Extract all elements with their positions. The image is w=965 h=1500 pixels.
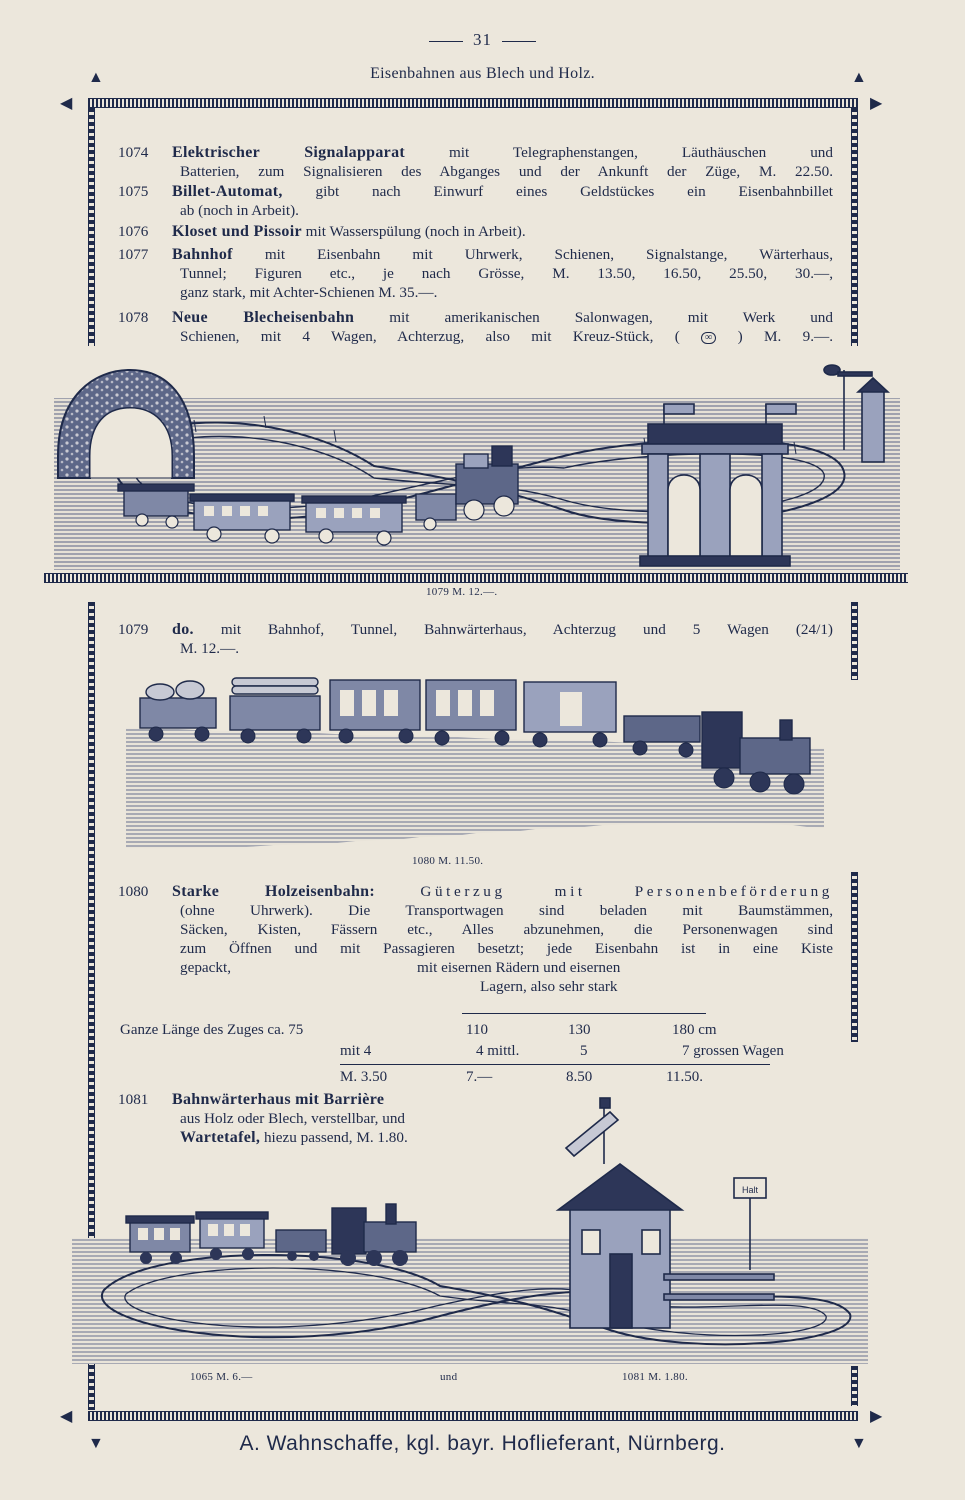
border-arrow-down-icon: ▼	[851, 1435, 867, 1452]
figure-eight-symbol: ∞	[701, 331, 717, 344]
right-ornamental-border	[851, 872, 858, 1042]
left-ornamental-border	[88, 108, 95, 346]
caption-1079: 1079 M. 12.—.	[426, 586, 498, 598]
caption-1065: 1065 M. 6.—	[190, 1371, 253, 1383]
right-ornamental-border	[851, 1366, 858, 1406]
publisher-footer: A. Wahnschaffe, kgl. bayr. Hoflieferant,…	[239, 1432, 726, 1455]
price-table-cell: M. 3.50	[340, 1069, 388, 1085]
price-table-cell: 110	[466, 1022, 488, 1038]
price-table-cell: 7.—	[466, 1069, 493, 1085]
right-ornamental-border	[851, 602, 858, 680]
price-table-cell: 130	[568, 1022, 591, 1038]
bottom-ornamental-border	[88, 1411, 858, 1421]
guard-house-railway-illustration: Halt	[72, 1097, 868, 1364]
border-arrow-left-icon: ◀	[60, 95, 73, 112]
border-arrow-up-icon: ▲	[851, 69, 867, 86]
running-title: Eisenbahnen aus Blech und Holz.	[370, 65, 595, 82]
price-table-cell: 8.50	[566, 1069, 593, 1085]
price-table-cell: 5	[580, 1043, 588, 1059]
border-arrow-up-icon: ▲	[88, 69, 104, 86]
illustration-base-border	[44, 573, 908, 583]
price-table-cell: 4 mittl.	[476, 1043, 520, 1059]
right-ornamental-border	[851, 108, 858, 346]
price-table-cell: 7 grossen Wagen	[682, 1043, 784, 1059]
caption-1081: 1081 M. 1.80.	[622, 1371, 688, 1383]
border-arrow-left-icon: ◀	[60, 1408, 73, 1425]
border-arrow-right-icon: ▶	[870, 95, 883, 112]
price-table-cell: 180 cm	[672, 1022, 717, 1038]
caption-und: und	[440, 1371, 458, 1383]
caption-1080: 1080 M. 11.50.	[412, 855, 484, 867]
left-ornamental-border	[88, 602, 95, 1410]
table-brace	[462, 1013, 706, 1014]
figure-eight-railway-illustration	[54, 364, 900, 570]
price-table-label-wagons: mit 4	[340, 1043, 372, 1059]
price-table-cell: 11.50.	[666, 1069, 703, 1085]
border-arrow-right-icon: ▶	[870, 1408, 883, 1425]
page-number: 31	[0, 30, 965, 50]
top-ornamental-border	[88, 98, 858, 108]
table-rule	[340, 1064, 770, 1065]
halt-sign-text: Halt	[742, 1185, 759, 1195]
price-table-label-length: Ganze Länge des Zuges ca. 75	[120, 1022, 304, 1038]
border-arrow-down-icon: ▼	[88, 1435, 104, 1452]
wooden-goods-train-illustration	[126, 677, 824, 849]
